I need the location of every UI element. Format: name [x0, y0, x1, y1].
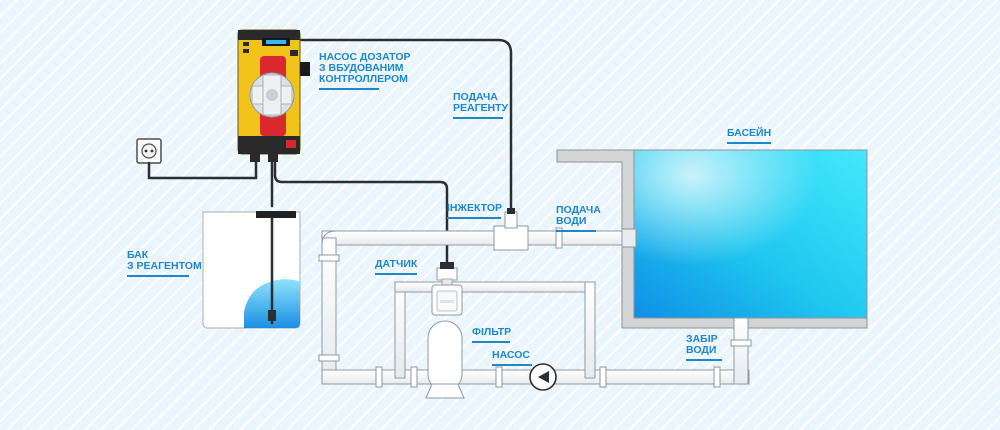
label-pool: БАСЕЙН: [727, 128, 771, 144]
cables: [147, 38, 513, 264]
label-filter-text: ФІЛЬТР: [472, 326, 512, 338]
label-circulation-pump-text: НАСОС: [492, 349, 530, 361]
label-tank-line1: БАК: [127, 249, 149, 261]
label-underline: [319, 88, 379, 90]
label-tank-line2: З РЕАГЕНТОМ: [127, 260, 202, 272]
socket-icon: [136, 138, 162, 164]
label-water-intake-line1: ЗАБІР: [686, 333, 718, 345]
label-reagent-feed-line1: ПОДАЧА: [453, 91, 498, 103]
pool-icon: [556, 149, 868, 329]
label-underline: [127, 275, 189, 277]
label-underline: [375, 273, 417, 275]
label-dosing-pump: НАСОС ДОЗАТОР З ВБУДОВАНИМ КОНТРОЛЛЕРОМ: [319, 52, 411, 90]
label-filter: ФІЛЬТР: [472, 327, 511, 343]
filter-icon: [431, 284, 463, 316]
tank-icon: [202, 211, 301, 329]
label-water-feed-line1: ПОДАЧА: [556, 204, 601, 216]
label-injector-text: ІНЖЕКТОР: [447, 202, 502, 214]
label-pool-text: БАСЕЙН: [727, 127, 772, 139]
label-water-intake: ЗАБІР ВОДИ: [686, 334, 722, 361]
label-sensor: ДАТЧИК: [375, 259, 417, 275]
label-reagent-feed: ПОДАЧА РЕАГЕНТУ: [453, 92, 508, 119]
label-water-intake-line2: ВОДИ: [686, 344, 717, 356]
label-injector: ІНЖЕКТОР: [447, 203, 502, 219]
label-water-feed: ПОДАЧА ВОДИ: [556, 205, 601, 232]
dosing-pump-icon: [237, 29, 310, 162]
label-circulation-pump: НАСОС: [492, 350, 532, 366]
sand-filter-tank: [425, 320, 465, 399]
label-dosing-pump-line1: НАСОС ДОЗАТОР: [319, 51, 411, 63]
label-reagent-feed-line2: РЕАГЕНТУ: [453, 102, 509, 114]
label-underline: [492, 364, 532, 366]
label-dosing-pump-line3: КОНТРОЛЛЕРОМ: [319, 73, 408, 85]
pump-icon: [529, 363, 557, 391]
injector-icon: [493, 208, 529, 251]
label-sensor-text: ДАТЧИК: [375, 258, 418, 270]
label-underline: [727, 142, 771, 144]
label-water-feed-line2: ВОДИ: [556, 215, 587, 227]
label-underline: [556, 230, 596, 232]
pipe-couplings: [318, 227, 752, 388]
label-underline: [453, 117, 503, 119]
label-tank: БАК З РЕАГЕНТОМ: [127, 250, 202, 277]
label-underline: [447, 217, 501, 219]
label-underline: [686, 359, 722, 361]
label-dosing-pump-line2: З ВБУДОВАНИМ: [319, 62, 404, 74]
label-underline: [472, 341, 510, 343]
sensor-icon: [436, 262, 458, 286]
